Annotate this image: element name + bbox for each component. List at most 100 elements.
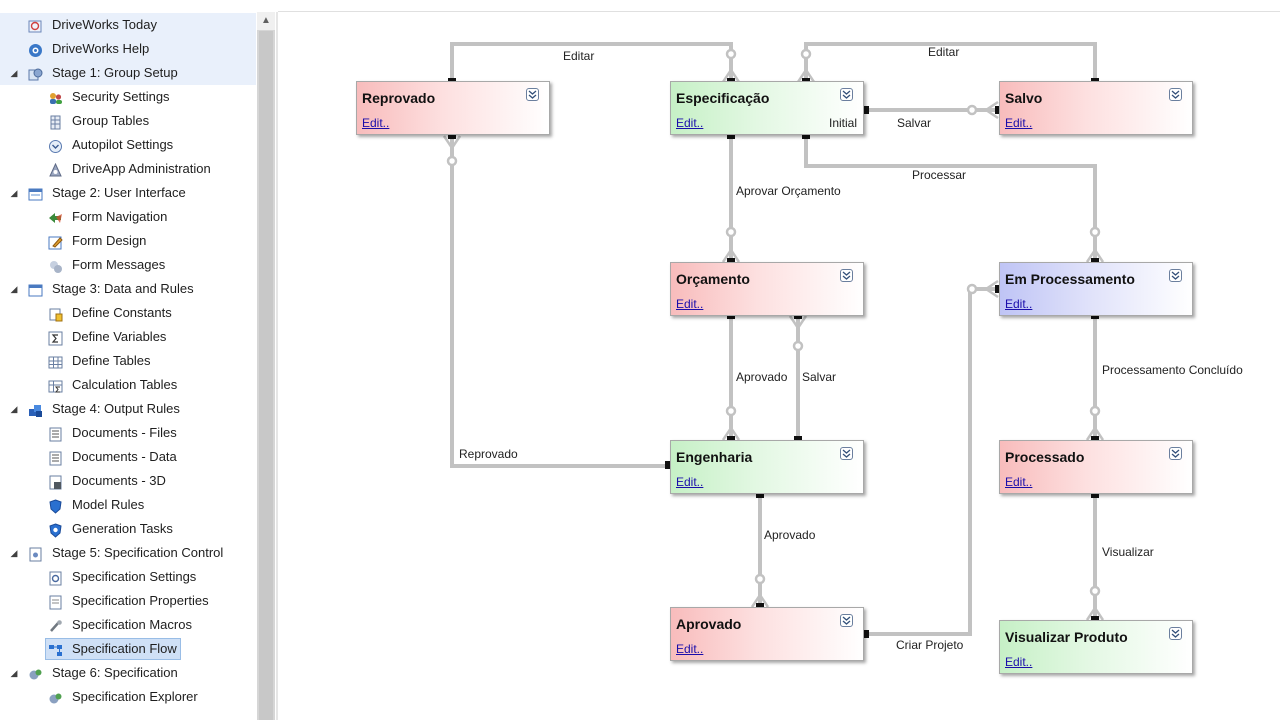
- connector-processar: [804, 136, 1097, 262]
- edit-link[interactable]: Edit..: [1005, 475, 1033, 489]
- tree-item-label: Stage 5: Specification Control: [52, 545, 224, 560]
- tree-item-define-variables[interactable]: Define Variables: [0, 325, 256, 349]
- arrow-marker: [442, 135, 462, 151]
- state-node-engenharia[interactable]: Engenharia Edit..: [670, 440, 864, 494]
- tree-item-stage-4[interactable]: ◢ Stage 4: Output Rules: [0, 397, 256, 421]
- pane-splitter[interactable]: [276, 12, 278, 720]
- tree-item-label: Documents - Data: [72, 449, 177, 464]
- tree-item-specification-flow[interactable]: Specification Flow: [0, 637, 256, 661]
- connector-reprovado: [450, 136, 669, 468]
- form-messages-icon: [48, 258, 63, 273]
- state-node-aprovado[interactable]: Aprovado Edit..: [670, 607, 864, 661]
- tree-item-autopilot-settings[interactable]: Autopilot Settings: [0, 133, 256, 157]
- tree-item-model-rules[interactable]: Model Rules: [0, 493, 256, 517]
- collapse-chevron-icon[interactable]: [526, 88, 539, 101]
- state-node-especificacao[interactable]: Especificação Edit.. Initial: [670, 81, 864, 135]
- document-files-icon: [48, 426, 63, 442]
- tree-item-driveapp-administration[interactable]: DriveApp Administration: [0, 157, 256, 181]
- state-node-orcamento[interactable]: Orçamento Edit..: [670, 262, 864, 316]
- specification-explorer-icon: [48, 690, 63, 705]
- transition-label-editar[interactable]: Editar: [928, 45, 960, 59]
- collapse-arrow-icon[interactable]: ◢: [10, 188, 18, 198]
- state-node-em-processamento[interactable]: Em Processamento Edit..: [999, 262, 1193, 316]
- specification-control-icon: [28, 546, 43, 562]
- tree-item-stage-6[interactable]: ◢ Stage 6: Specification: [0, 661, 256, 685]
- transition-label-processamento-concluido[interactable]: Processamento Concluído: [1102, 363, 1243, 377]
- transition-label-salvar[interactable]: Salvar: [802, 370, 837, 384]
- tree-item-security-settings[interactable]: Security Settings: [0, 85, 256, 109]
- tree-item-group-tables[interactable]: Group Tables: [0, 109, 256, 133]
- edit-link[interactable]: Edit..: [362, 116, 390, 130]
- transition-label-aprovar-orcamento[interactable]: Aprovar Orçamento: [736, 184, 841, 198]
- tree-item-specification-settings[interactable]: Specification Settings: [0, 565, 256, 589]
- collapse-arrow-icon[interactable]: ◢: [10, 404, 18, 414]
- edit-link[interactable]: Edit..: [676, 116, 704, 130]
- collapse-chevron-icon[interactable]: [840, 88, 853, 101]
- transition-label-aprovado[interactable]: Aprovado: [764, 528, 816, 542]
- collapse-chevron-icon[interactable]: [840, 269, 853, 282]
- edit-link[interactable]: Edit..: [676, 642, 704, 656]
- tree-item-form-design[interactable]: Form Design: [0, 229, 256, 253]
- transition-label-salvar[interactable]: Salvar: [897, 116, 932, 130]
- tree-item-stage-2[interactable]: ◢ Stage 2: User Interface: [0, 181, 256, 205]
- tree-item-specification-macros[interactable]: Specification Macros: [0, 613, 256, 637]
- tree-item-stage-5[interactable]: ◢ Stage 5: Specification Control: [0, 541, 256, 565]
- state-node-processado[interactable]: Processado Edit..: [999, 440, 1193, 494]
- transition-label-visualizar[interactable]: Visualizar: [1102, 545, 1154, 559]
- collapse-chevron-icon[interactable]: [1169, 269, 1182, 282]
- collapse-arrow-icon[interactable]: ◢: [10, 668, 18, 678]
- tree-item-form-navigation[interactable]: Form Navigation: [0, 205, 256, 229]
- collapse-chevron-icon[interactable]: [1169, 88, 1182, 101]
- edit-link[interactable]: Edit..: [1005, 116, 1033, 130]
- scroll-up-arrow-icon[interactable]: ▲: [257, 12, 275, 30]
- state-title: Especificação: [676, 90, 770, 106]
- tree-item-stage-1[interactable]: ◢ Stage 1: Group Setup: [0, 61, 256, 85]
- state-node-reprovado[interactable]: Reprovado Edit..: [356, 81, 550, 135]
- transition-label-aprovado[interactable]: Aprovado: [736, 370, 788, 384]
- edit-link[interactable]: Edit..: [676, 475, 704, 489]
- collapse-chevron-icon[interactable]: [840, 447, 853, 460]
- tree-item-label: Documents - Files: [72, 425, 177, 440]
- tree-item-label: Specification Settings: [72, 569, 197, 584]
- tree-item-define-constants[interactable]: Define Constants: [0, 301, 256, 325]
- collapse-chevron-icon[interactable]: [840, 614, 853, 627]
- tree-item-documents-3d[interactable]: Documents - 3D: [0, 469, 256, 493]
- collapse-arrow-icon[interactable]: ◢: [10, 68, 18, 78]
- tree-item-define-tables[interactable]: Define Tables: [0, 349, 256, 373]
- tree-item-generation-tasks[interactable]: Generation Tasks: [0, 517, 256, 541]
- edit-link[interactable]: Edit..: [676, 297, 704, 311]
- tree-item-label: Stage 4: Output Rules: [52, 401, 180, 416]
- canvas-top-border: [278, 11, 1280, 12]
- scrollbar-thumb[interactable]: [259, 31, 273, 720]
- state-node-salvo[interactable]: Salvo Edit..: [999, 81, 1193, 135]
- transition-label-processar[interactable]: Processar: [912, 168, 967, 182]
- tree-item-calculation-tables[interactable]: Calculation Tables: [0, 373, 256, 397]
- tree-item-specification-explorer[interactable]: Specification Explorer: [0, 685, 256, 709]
- calculation-tables-icon: [48, 378, 63, 393]
- state-title: Aprovado: [676, 616, 742, 632]
- tree-item-stage-3[interactable]: ◢ Stage 3: Data and Rules: [0, 277, 256, 301]
- tree-item-label: Form Design: [72, 233, 147, 248]
- tree-item-documents-files[interactable]: Documents - Files: [0, 421, 256, 445]
- transition-label-editar[interactable]: Editar: [563, 49, 595, 63]
- tables-grid-icon: [48, 354, 63, 369]
- tree-item-driveworks-help[interactable]: DriveWorks Help: [0, 37, 256, 61]
- transition-label-reprovado[interactable]: Reprovado: [459, 447, 518, 461]
- collapse-chevron-icon[interactable]: [1169, 627, 1182, 640]
- edit-link[interactable]: Edit..: [1005, 297, 1033, 311]
- variables-sigma-icon: [48, 330, 63, 346]
- tree-item-form-messages[interactable]: Form Messages: [0, 253, 256, 277]
- edit-link[interactable]: Edit..: [1005, 655, 1033, 669]
- user-interface-icon: [28, 186, 43, 201]
- tree-item-documents-data[interactable]: Documents - Data: [0, 445, 256, 469]
- state-node-visualizar-produto[interactable]: Visualizar Produto Edit..: [999, 620, 1193, 674]
- group-tables-icon: [48, 114, 63, 130]
- tree-item-specification-properties[interactable]: Specification Properties: [0, 589, 256, 613]
- tree-item-driveworks-today[interactable]: DriveWorks Today: [0, 13, 256, 37]
- collapse-arrow-icon[interactable]: ◢: [10, 548, 18, 558]
- specification-icon: [28, 666, 43, 681]
- transition-label-criar-projeto[interactable]: Criar Projeto: [896, 638, 964, 652]
- collapse-arrow-icon[interactable]: ◢: [10, 284, 18, 294]
- tree-item-label: Stage 1: Group Setup: [52, 65, 178, 80]
- collapse-chevron-icon[interactable]: [1169, 447, 1182, 460]
